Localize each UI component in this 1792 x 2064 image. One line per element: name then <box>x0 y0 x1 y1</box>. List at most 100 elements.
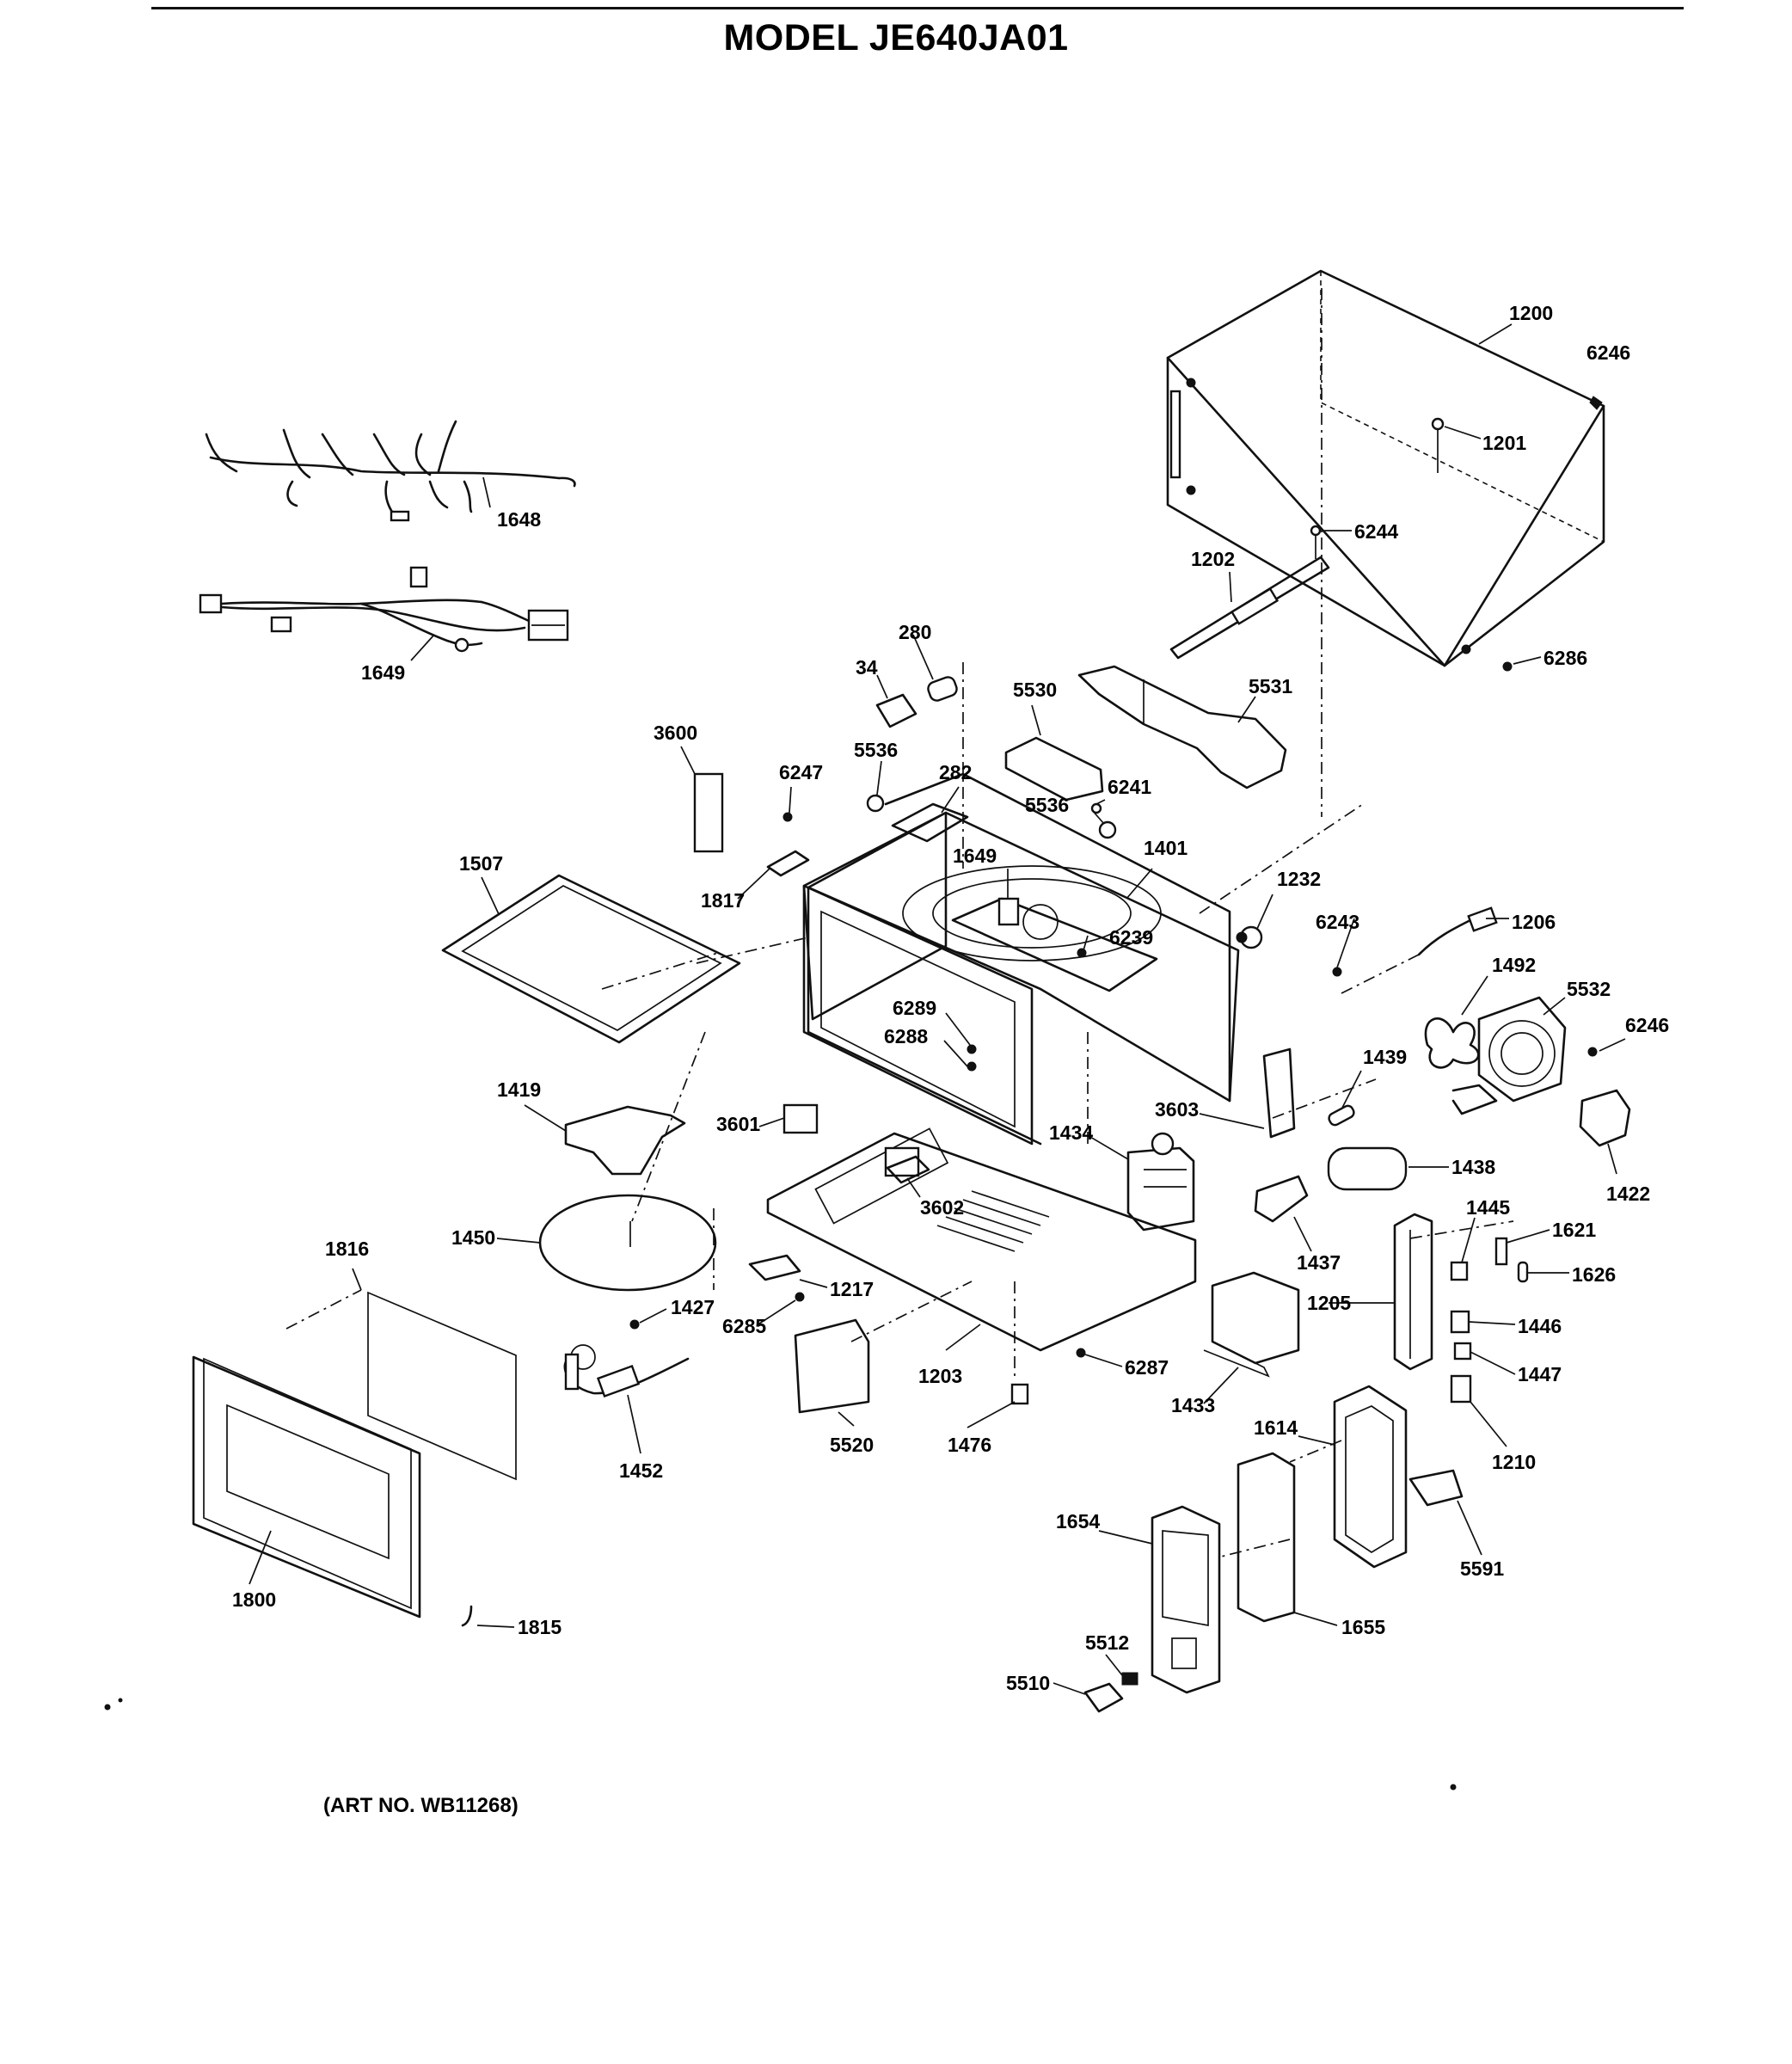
callout-1433: 1433 <box>1171 1394 1215 1416</box>
art-number: (ART NO. WB11268) <box>323 1794 519 1817</box>
latch-5591 <box>1408 1469 1464 1507</box>
callout-3602: 3602 <box>920 1196 964 1219</box>
power-cord-1206 <box>1417 906 1498 956</box>
clip-1815 <box>461 1605 473 1627</box>
cavity-front-frame <box>802 811 1034 1146</box>
rail-1202 <box>1169 556 1330 660</box>
callout-5531: 5531 <box>1249 675 1292 697</box>
panel-frame-1614 <box>1333 1385 1408 1569</box>
callout-6285: 6285 <box>722 1315 766 1337</box>
cover-3601 <box>782 1103 819 1134</box>
callout-1492: 1492 <box>1492 954 1536 976</box>
turntable-1450 <box>538 1194 717 1292</box>
wire-harness-1648 <box>205 420 576 522</box>
callout-6247: 6247 <box>779 761 823 783</box>
callout-5532: 5532 <box>1567 978 1611 1000</box>
callout-3600: 3600 <box>654 722 697 744</box>
callout-1621: 1621 <box>1552 1219 1596 1241</box>
callout-1649-harness: 1649 <box>361 661 405 684</box>
bracket-1649 <box>997 897 1020 926</box>
callout-6246-top: 6246 <box>1586 341 1630 364</box>
cover-3600 <box>693 772 724 853</box>
callout-labels: 1200 6246 1201 6244 1202 6286 1648 1649 … <box>232 302 1669 1694</box>
control-panel-1654 <box>1151 1505 1221 1694</box>
foot-1476 <box>1010 1383 1029 1405</box>
callout-6239: 6239 <box>1109 926 1153 949</box>
switch-5536-left <box>866 794 885 813</box>
glass-tray-1507 <box>441 874 741 1044</box>
callout-1437: 1437 <box>1297 1251 1341 1274</box>
callout-34: 34 <box>856 656 878 679</box>
diode-1437 <box>1254 1175 1309 1223</box>
callout-1401: 1401 <box>1144 837 1188 859</box>
callout-1203: 1203 <box>918 1365 962 1387</box>
screw-6285 <box>795 1292 805 1302</box>
callout-1205: 1205 <box>1307 1292 1351 1314</box>
panel-board-1655 <box>1237 1452 1296 1623</box>
callout-1200: 1200 <box>1509 302 1553 324</box>
screw-6239 <box>1077 948 1087 958</box>
callout-6244: 6244 <box>1354 520 1398 543</box>
callout-5512: 5512 <box>1085 1631 1129 1654</box>
callout-1446: 1446 <box>1518 1315 1562 1337</box>
screw-6247 <box>782 812 793 822</box>
screw-6246-top <box>1589 396 1603 410</box>
fan-housing-5532 <box>1451 996 1567 1115</box>
top-rule <box>151 7 1684 9</box>
callout-1817: 1817 <box>701 889 745 912</box>
thermistor-1452 <box>563 1344 690 1398</box>
capacitor-1438 <box>1327 1146 1408 1191</box>
callout-1217: 1217 <box>830 1278 874 1300</box>
spring-5512 <box>1121 1672 1138 1686</box>
callout-1476: 1476 <box>948 1434 991 1456</box>
duct-5531 <box>1077 665 1287 789</box>
screw-6244 <box>1310 525 1322 559</box>
callout-1815: 1815 <box>518 1616 562 1638</box>
callout-5520: 5520 <box>830 1434 874 1456</box>
callout-1655: 1655 <box>1341 1616 1385 1638</box>
switch-1626 <box>1517 1261 1529 1283</box>
switch-5536-right <box>1098 820 1117 839</box>
callout-6287: 6287 <box>1125 1356 1169 1379</box>
callout-1800: 1800 <box>232 1588 276 1611</box>
callout-3603: 3603 <box>1155 1098 1199 1121</box>
callout-1452: 1452 <box>619 1459 663 1482</box>
callout-1202: 1202 <box>1191 548 1235 570</box>
callout-1816: 1816 <box>325 1238 369 1260</box>
screw-6243 <box>1332 967 1342 977</box>
wire-harness-1649 <box>199 566 569 653</box>
callout-1232: 1232 <box>1277 868 1321 890</box>
switch-1447 <box>1453 1342 1472 1361</box>
callout-1654: 1654 <box>1056 1510 1100 1533</box>
callout-5536-left: 5536 <box>854 739 898 761</box>
screw-6246-right <box>1587 1047 1598 1057</box>
callout-1210: 1210 <box>1492 1451 1536 1473</box>
leader-lines <box>249 323 1626 1695</box>
bracket-5530 <box>1004 736 1104 802</box>
callout-5530: 5530 <box>1013 679 1057 701</box>
cover-5520 <box>794 1318 870 1414</box>
callout-5510: 5510 <box>1006 1672 1050 1694</box>
outer-case-1200 <box>1166 269 1605 667</box>
cover-3602 <box>886 1155 930 1184</box>
callout-1507: 1507 <box>459 852 503 875</box>
callout-1419: 1419 <box>497 1078 541 1101</box>
base-plate-1203 <box>766 1127 1197 1352</box>
callout-6246-right: 6246 <box>1625 1014 1669 1036</box>
fan-blade-1492 <box>1424 1017 1480 1069</box>
screw-1201 <box>1431 417 1445 473</box>
bracket-1419 <box>564 1105 686 1176</box>
callout-280: 280 <box>899 621 931 643</box>
screw-6287 <box>1076 1348 1086 1358</box>
callout-1438: 1438 <box>1451 1156 1495 1178</box>
callout-1422: 1422 <box>1606 1182 1650 1205</box>
cover-282 <box>891 802 969 843</box>
clip-1817 <box>766 850 810 877</box>
callout-1206: 1206 <box>1512 911 1556 933</box>
socket-34 <box>875 693 917 728</box>
callout-6241: 6241 <box>1108 776 1151 798</box>
screw-6289 <box>967 1044 977 1054</box>
oven-cavity-1401 <box>807 772 1240 1146</box>
callout-1427: 1427 <box>671 1296 715 1318</box>
